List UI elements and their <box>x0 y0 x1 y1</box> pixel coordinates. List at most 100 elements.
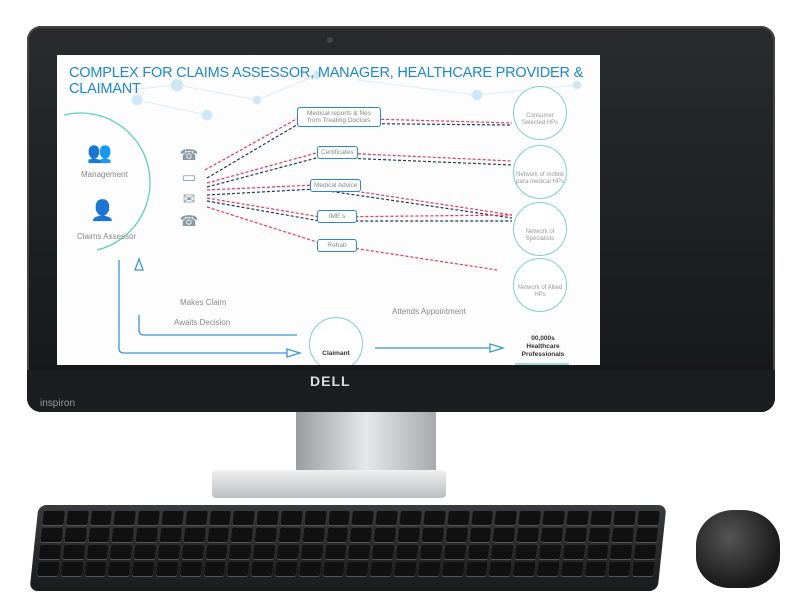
key <box>470 511 494 525</box>
key <box>351 511 375 525</box>
keyboard-keys <box>30 505 666 582</box>
provider-allied: Network of Allied HPs <box>513 258 567 312</box>
healthcare-professionals-count: 00,000s Healthcare Professionals <box>521 335 565 358</box>
key <box>537 562 560 576</box>
provider-mobile-paramedical: Network of mobile para-medical HPs <box>513 145 567 199</box>
internal-circle <box>63 112 151 251</box>
key <box>441 562 465 576</box>
key <box>209 511 232 525</box>
key <box>564 528 587 542</box>
key <box>300 545 324 559</box>
provider-specialists: Network of Specialists <box>513 202 567 256</box>
key <box>183 528 206 542</box>
doc-rehab: Rehab <box>317 239 357 252</box>
phone-icon: ☎ <box>179 147 199 164</box>
network-background <box>76 70 582 121</box>
provider-label: Consumer Selected HPs <box>521 113 559 126</box>
key <box>447 511 470 525</box>
awaits-decision-label: Awaits Decision <box>174 318 231 327</box>
key <box>540 528 563 542</box>
key <box>179 562 203 576</box>
key <box>635 528 659 542</box>
key <box>205 545 228 559</box>
key <box>423 511 446 525</box>
key <box>417 562 441 576</box>
key <box>399 511 422 525</box>
key <box>608 562 631 576</box>
key <box>203 562 226 576</box>
doc-medical-advice: Medical Advice <box>310 179 362 192</box>
key <box>161 511 184 525</box>
key <box>137 511 160 525</box>
key <box>181 545 204 559</box>
key <box>637 511 660 525</box>
key <box>513 562 536 576</box>
model-label: inspiron <box>40 398 76 409</box>
key <box>134 545 157 559</box>
key <box>66 511 89 525</box>
claims-assessor-label: Claims Assessor <box>77 232 137 241</box>
key <box>632 562 655 576</box>
key <box>350 528 373 542</box>
key <box>566 511 589 525</box>
mouse <box>696 510 780 588</box>
key <box>613 511 637 525</box>
key <box>370 562 393 576</box>
key <box>64 528 87 542</box>
key <box>84 562 107 576</box>
key <box>156 562 179 576</box>
key <box>302 528 325 542</box>
key <box>395 545 419 559</box>
key <box>132 562 155 576</box>
key <box>275 562 298 576</box>
key <box>584 562 607 576</box>
key <box>326 528 349 542</box>
key <box>207 528 230 542</box>
management-label: Management <box>81 170 128 179</box>
diagram-lines <box>63 70 582 365</box>
key <box>610 545 633 559</box>
monitor-chin <box>27 370 775 412</box>
monitor-icon: ▭ <box>181 169 197 186</box>
email-icon: ✉ <box>182 191 196 208</box>
key <box>612 528 635 542</box>
key <box>494 511 518 525</box>
key <box>185 511 208 525</box>
key <box>586 545 609 559</box>
key <box>256 511 279 525</box>
key <box>346 562 369 576</box>
key <box>276 545 300 559</box>
claimant-label: Claimant <box>322 350 350 357</box>
key <box>304 511 327 525</box>
key <box>60 562 84 576</box>
key <box>229 545 252 559</box>
key <box>443 545 466 559</box>
key <box>467 545 490 559</box>
key <box>232 511 256 525</box>
key <box>373 528 397 542</box>
key <box>86 545 109 559</box>
key <box>538 545 562 559</box>
key <box>112 528 135 542</box>
webcam <box>327 37 333 43</box>
key <box>489 562 512 576</box>
claims-assessor-icon: 👤 <box>90 200 115 222</box>
key <box>469 528 492 542</box>
key <box>348 545 371 559</box>
key <box>254 528 278 542</box>
connector-lines <box>204 116 513 271</box>
key <box>113 511 137 525</box>
key <box>588 528 611 542</box>
key <box>328 511 351 525</box>
key <box>324 545 347 559</box>
key <box>159 528 182 542</box>
provider-label: Network of Specialists <box>525 229 555 242</box>
monitor-stand-neck <box>296 412 436 474</box>
key <box>562 545 585 559</box>
key <box>516 528 540 542</box>
key <box>108 562 131 576</box>
key <box>589 511 613 525</box>
key <box>560 562 584 576</box>
key <box>40 528 63 542</box>
key <box>445 528 468 542</box>
